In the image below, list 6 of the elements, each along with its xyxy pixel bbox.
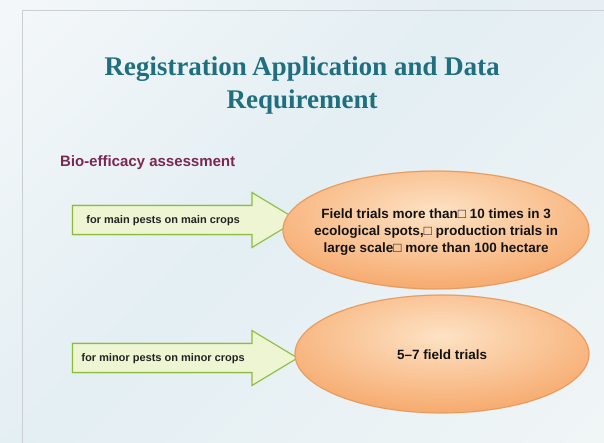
section-heading: Bio-efficacy assessment — [60, 153, 236, 170]
arrow-label: for minor pests on minor crops — [81, 352, 245, 364]
arrow-label: for main pests on main crops — [86, 214, 240, 226]
slide-title: Registration Application and Data Requirement — [103, 50, 501, 116]
ellipse-text: Field trials more than□ 10 times in 3 ecological spots,□ production trials in large scale□ more than 100 hectare — [313, 204, 559, 256]
ellipse-text: 5–7 field trials — [396, 346, 488, 362]
